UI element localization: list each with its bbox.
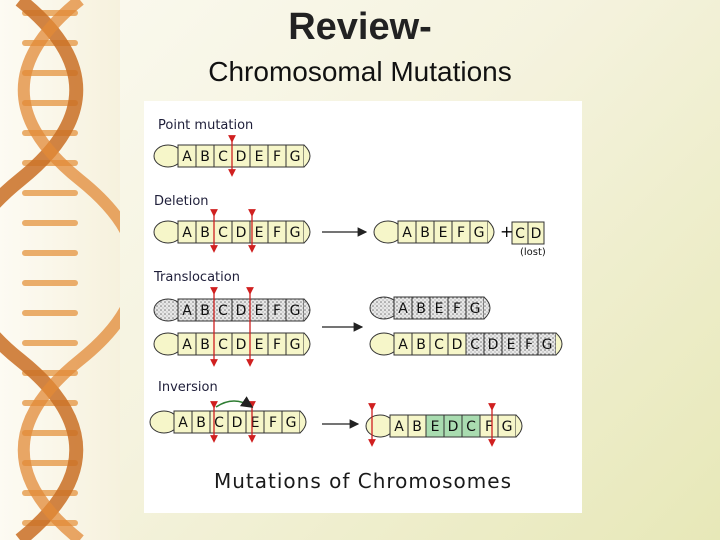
gene-label: A: [182, 337, 192, 353]
section-label-point-mutation: Point mutation: [158, 118, 254, 133]
gene-label: F: [273, 303, 281, 319]
section-label-inversion: Inversion: [158, 380, 218, 395]
gene-label: B: [420, 225, 430, 241]
gene-label: F: [457, 225, 465, 241]
gene-label: B: [200, 303, 210, 319]
gene-label: B: [200, 225, 210, 241]
gene-label: C: [466, 419, 476, 435]
section-label-deletion: Deletion: [154, 194, 209, 209]
lost-label: (lost): [520, 247, 546, 258]
gene-label: A: [182, 149, 192, 165]
gene-label: C: [218, 303, 228, 319]
gene-label: F: [453, 301, 461, 317]
gene-label: G: [474, 225, 485, 241]
gene-label: C: [515, 226, 525, 242]
gene-label: F: [273, 149, 281, 165]
gene-label: D: [488, 337, 499, 353]
gene-label: B: [200, 149, 210, 165]
figure-caption: Mutations of Chromosomes: [214, 469, 512, 493]
gene-label: C: [218, 337, 228, 353]
section-label-translocation: Translocation: [154, 270, 240, 285]
gene-label: A: [182, 225, 192, 241]
gene-label: G: [290, 149, 301, 165]
gene-label: C: [214, 415, 224, 431]
gene-label: G: [542, 337, 553, 353]
gene-cell: [527, 221, 545, 245]
gene-label: B: [416, 337, 426, 353]
gene-label: D: [236, 337, 247, 353]
dna-helix-decoration: [0, 0, 120, 540]
gene-label: D: [452, 337, 463, 353]
gene-label: D: [236, 149, 247, 165]
gene-label: E: [435, 301, 444, 317]
gene-label: F: [525, 337, 533, 353]
gene-label: C: [434, 337, 444, 353]
gene-label: A: [178, 415, 188, 431]
gene-label: G: [290, 303, 301, 319]
inversion-arc: [215, 396, 254, 408]
gene-label: F: [269, 415, 277, 431]
gene-label: A: [182, 303, 192, 319]
gene-label: B: [416, 301, 426, 317]
gene-label: G: [470, 301, 481, 317]
gene-label: B: [200, 337, 210, 353]
gene-label: G: [290, 225, 301, 241]
gene-label: A: [402, 225, 412, 241]
gene-label: A: [394, 419, 404, 435]
gene-label: A: [398, 301, 408, 317]
gene-label: A: [398, 337, 408, 353]
gene-label: C: [470, 337, 480, 353]
slide-title: Review-: [288, 6, 432, 48]
gene-label: D: [531, 226, 542, 242]
gene-label: D: [232, 415, 243, 431]
gene-label: G: [290, 337, 301, 353]
gene-label: B: [412, 419, 422, 435]
gene-label: E: [255, 337, 264, 353]
gene-label: F: [273, 337, 281, 353]
slide-subtitle: Chromosomal Mutations: [208, 56, 512, 87]
plus-sign: +: [500, 222, 513, 241]
gene-label: E: [255, 303, 264, 319]
gene-label: D: [236, 303, 247, 319]
gene-label: D: [448, 419, 459, 435]
gene-label: G: [502, 419, 513, 435]
gene-label: D: [236, 225, 247, 241]
gene-label: B: [196, 415, 206, 431]
gene-label: E: [507, 337, 516, 353]
gene-label: E: [255, 225, 264, 241]
gene-label: E: [255, 149, 264, 165]
gene-label: G: [286, 415, 297, 431]
gene-label: E: [439, 225, 448, 241]
gene-label: F: [273, 225, 281, 241]
gene-label: C: [218, 225, 228, 241]
gene-label: C: [218, 149, 228, 165]
gene-label: E: [431, 419, 440, 435]
